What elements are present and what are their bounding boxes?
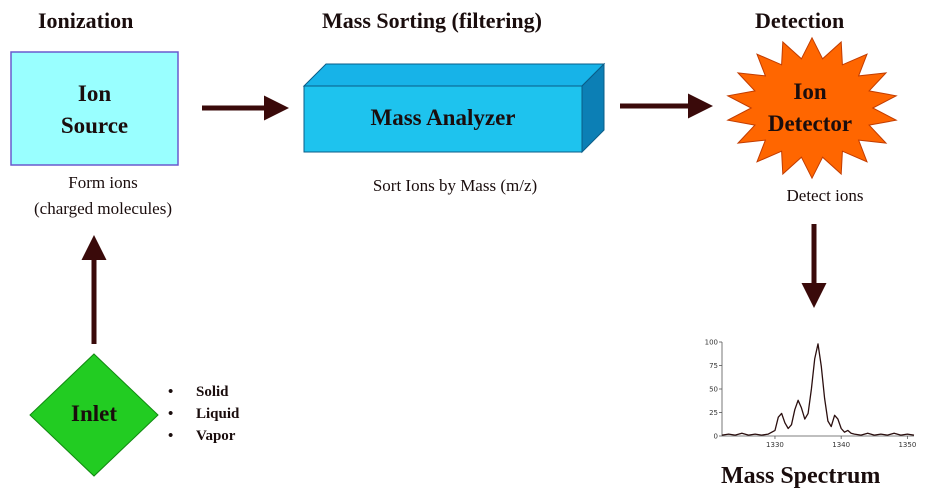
ion-source-box — [10, 51, 179, 166]
heading-detection: Detection — [755, 8, 845, 33]
spectrum-series-line — [721, 343, 915, 436]
mass-spectrum-title: Mass Spectrum — [721, 463, 881, 489]
mass-analyzer-label: Mass Analyzer — [370, 105, 516, 130]
mass-analyzer-caption: Sort Ions by Mass (m/z) — [372, 176, 538, 195]
ion-detector-label: Ion Detector — [767, 79, 853, 136]
spectrum-x-tick-label: 1350 — [898, 441, 916, 449]
heading-mass-sorting: Mass Sorting (filtering) — [322, 8, 542, 33]
inlet-phase-list: Solid Liquid Vapor — [166, 381, 239, 447]
inlet-diamond — [29, 353, 159, 477]
spectrum-y-tick-label: 50 — [709, 386, 718, 394]
spectrum-x-tick-label: 1340 — [832, 441, 850, 449]
inlet-label: Inlet — [71, 401, 117, 426]
inlet-phase-solid: Solid — [166, 381, 239, 403]
spectrum-y-tick-label: 75 — [709, 362, 718, 370]
ion-source-label: Ion Source — [60, 81, 129, 138]
inlet-phase-vapor: Vapor — [166, 425, 239, 447]
spectrum-y-tick-label: 0 — [714, 433, 718, 441]
spectrum-y-tick-label: 25 — [709, 409, 718, 417]
ion-source-caption: Form ions (charged molecules) — [34, 173, 172, 218]
heading-ionization: Ionization — [38, 8, 134, 33]
inlet-phase-liquid: Liquid — [166, 403, 239, 425]
spectrum-y-tick-label: 100 — [705, 339, 718, 347]
ion-detector-starburst — [726, 36, 898, 180]
mass-analyzer-box — [302, 62, 606, 154]
mass-spectrum-chart: 0 25 50 75 100 1330 1340 1350 — [705, 339, 917, 450]
ion-detector-caption: Detect ions — [786, 186, 864, 205]
spectrum-x-tick-label: 1330 — [766, 441, 784, 449]
